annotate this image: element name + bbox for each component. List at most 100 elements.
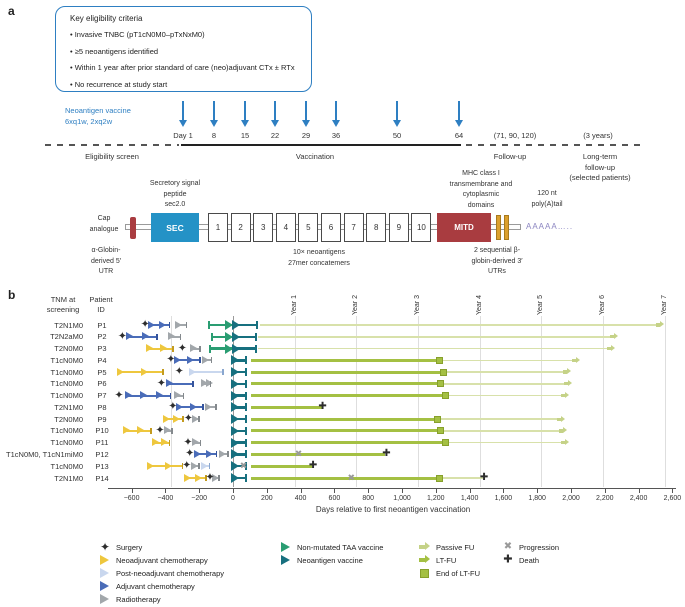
passive-fu-arrow [575,356,580,363]
numbered-neoantigen-box: 5 [298,213,319,242]
passive-fu-arrow [560,394,565,398]
ltfu-line [250,417,438,421]
numbered-neoantigen-box: 9 [388,213,409,242]
radio-arrowhead [202,355,210,364]
passive-fu-arrow [564,439,569,446]
passive-fu-arrow [607,346,612,351]
non-mutated-taa-vaccine-icon [281,541,290,552]
x-tick [165,489,167,493]
death-marker: ✚ [308,460,318,472]
vaccination-arrow-shaft [305,101,307,120]
chemo_adj-cap [169,392,172,399]
neoantigen-vaccine-cap [256,321,258,329]
x-tick-label: −200 [191,495,208,502]
radio-cap [215,404,217,411]
legend-label: Passive FU [436,542,475,552]
neoantigen-vaccine-cap [244,391,247,400]
radio-arrowhead [192,414,200,423]
chemo_adj-arrowhead [124,391,132,400]
radio-cap [227,451,229,458]
chemo_post-cap [222,369,224,376]
passive-fu-line [259,324,657,326]
surgery-marker: ✦ [177,342,187,355]
chemo_neo-arrowhead [184,473,192,482]
x-tick [368,489,370,493]
numbered-neoantigen-box: 8 [366,213,387,242]
numbered-neoantigen-box: 1 [208,213,228,242]
neoantigen-vaccine-arrowhead [231,355,240,366]
chemo_adj-cap [156,333,158,340]
adjuvant-chemotherapy-icon [100,580,109,591]
x-tick-label: 200 [260,495,273,502]
radiotherapy-icon [100,593,109,604]
neoantigen-vaccine-cap [244,356,247,365]
passive-fu-line [258,347,608,350]
passive-fu-arrow [567,380,572,387]
year-label: Year 7 [660,295,668,315]
sec-annotation: Secretory signal peptide sec2.0 [149,180,201,208]
tnm-label: T1cN0M0 [50,426,83,436]
progression-marker: ✖ [347,472,356,483]
vaccination-arrow-shaft [396,101,398,120]
x-tick-label: 1,400 [460,495,479,502]
patient-id-label: P10 [95,426,109,436]
chemo_neo-arrowhead [195,473,203,482]
surgery-icon: ✦ [99,540,111,554]
x-tick [199,489,201,493]
chemo_post-cap [208,463,211,470]
ltfu-line [250,382,441,386]
x-tick-label: 1,000 [393,495,411,502]
numbered-neoantigen-box: 10 [411,213,432,242]
legend-label: Adjuvant chemotherapy [116,581,195,591]
radio-cap [209,380,212,387]
radio-arrowhead [174,391,182,400]
passive-fu-arrow [611,344,616,351]
neoantigen-vaccine-cap [244,438,247,447]
end-of-ltfu-marker [437,380,445,388]
neoantigen-vaccine-arrowhead [231,437,240,448]
progression-icon: ✖ [503,541,513,552]
day-label: 64 [454,131,464,140]
taa-vaccine-arrowhead [224,331,233,342]
chemo_adj-cap [215,451,218,458]
patient-id-label: P14 [95,473,109,483]
vaccination-arrow-head [179,120,187,127]
surgery-marker: ✦ [183,436,193,449]
utr3-annotation: 2 sequential β- globin-derived 3′ UTRs [471,247,523,275]
year-label: Year 3 [414,295,422,315]
neoantigen-vaccine-arrowhead [231,473,240,483]
passive-fu-arrow [563,382,568,386]
neoantigen-vaccine-cap [244,368,247,377]
x-tick-label: 800 [362,495,375,502]
polya-annotation: 120 nt poly(A)tail [531,190,563,208]
vaccination-arrow-shaft [274,101,276,120]
patient-id-label: P11 [95,438,109,448]
ltfu-line [250,441,446,445]
utr3-bar [495,215,501,240]
ltfu-line [250,405,322,409]
surgery-marker: ✦ [117,330,127,343]
cap-analogue-bar [130,217,136,239]
year-label: Year 6 [599,295,607,315]
vaccination-arrow-shaft [244,101,246,120]
year-gridline [479,316,481,487]
passive-fu-line [441,430,560,432]
year-label: Year 1 [290,295,298,315]
chemo_neo-arrowhead [173,414,181,423]
numbered-neoantigen-box: 6 [321,213,341,242]
neoantigen-vaccine-arrowhead [232,320,241,330]
utr5-annotation: α-Globin- derived 5′ UTR [90,247,122,275]
neoantigen-vaccine-line [232,323,258,327]
phase-label-follow-up: Follow-up [493,152,527,161]
radio-cap [210,357,213,364]
tnm-label: T2N0M0 [54,344,83,354]
year-gridline [541,316,543,487]
year-gridline [356,316,358,487]
x-tick-label: 400 [294,495,307,502]
x-tick-label: 1,800 [528,495,546,502]
chemo_adj-cap [202,404,204,411]
passive-fu-line [444,371,563,373]
x-tick-label: 1,200 [427,495,445,502]
x-tick [537,489,539,493]
day-label: (71, 90, 120) [493,131,537,140]
